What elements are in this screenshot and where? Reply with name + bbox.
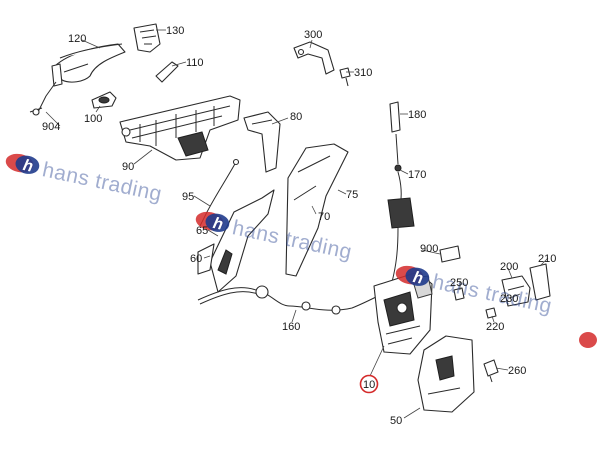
watermark-logo: h — [21, 157, 34, 176]
callout-160: 160 — [282, 321, 300, 333]
watermark-text-1: hans trading — [40, 158, 164, 206]
callout-250: 250 — [450, 277, 468, 289]
callout-230: 230 — [500, 293, 518, 305]
part-screw-310 — [339, 67, 351, 87]
callout-95: 95 — [182, 191, 194, 203]
part-button-180 — [389, 101, 401, 133]
part-inner-panel-65 — [209, 189, 275, 293]
part-screw-220 — [485, 307, 497, 319]
leader-lines — [45, 29, 549, 419]
part-striker-200 — [501, 275, 531, 307]
callout-210: 210 — [538, 253, 556, 265]
part-cable-160 — [197, 285, 379, 315]
callout-75: 75 — [346, 189, 358, 201]
watermark-logo: h — [411, 269, 424, 288]
part-handle-cap — [133, 23, 161, 53]
part-handle-carrier — [119, 95, 241, 161]
callout-130: 130 — [166, 25, 184, 37]
callout-310: 310 — [354, 67, 372, 79]
part-cover-60 — [197, 243, 215, 275]
callout-80: 80 — [290, 111, 302, 123]
callout-70: 70 — [318, 211, 330, 223]
part-rod-904 — [29, 81, 57, 116]
part-cable-170 — [383, 133, 415, 347]
callout-110: 110 — [186, 57, 204, 69]
part-bracket-300 — [293, 41, 335, 75]
part-key-cylinder-100 — [91, 91, 117, 109]
callout-60: 60 — [190, 253, 202, 265]
callout-100: 100 — [84, 113, 102, 125]
part-carrier-plate-50 — [417, 335, 475, 413]
watermark-logo: h — [211, 215, 224, 234]
part-inner-panel-70 — [285, 143, 349, 277]
callout-180: 180 — [408, 109, 426, 121]
part-screw-250 — [453, 287, 465, 301]
callout-904: 904 — [42, 121, 60, 133]
callout-300: 300 — [304, 29, 322, 41]
callout-220: 220 — [486, 321, 504, 333]
part-gasket — [155, 61, 179, 83]
part-screw-260 — [483, 359, 499, 383]
callout-200: 200 — [500, 261, 518, 273]
callout-170: 170 — [408, 169, 426, 181]
highlight-ring — [359, 374, 379, 394]
part-outer-door-handle — [51, 43, 126, 87]
callout-90: 90 — [122, 161, 134, 173]
callout-labels: 120 130 110 300 310 904 100 80 180 90 17… — [42, 25, 556, 427]
callout-10: 10 — [363, 379, 375, 391]
part-bracket-80 — [243, 111, 281, 173]
callout-900: 900 — [420, 243, 438, 255]
callout-65: 65 — [196, 225, 208, 237]
callout-260: 260 — [508, 365, 526, 377]
callout-50: 50 — [390, 415, 402, 427]
callout-120: 120 — [68, 33, 86, 45]
